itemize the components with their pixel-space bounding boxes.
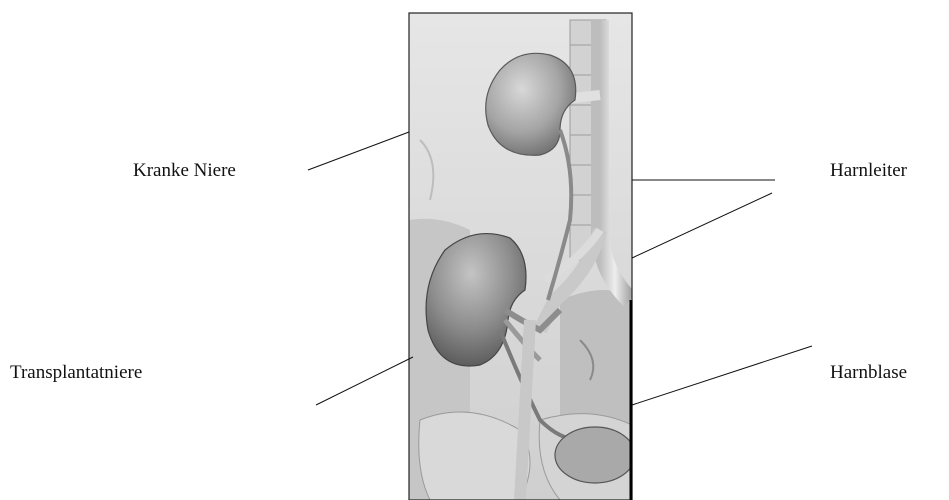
bladder	[555, 427, 635, 483]
leader-line-harnleiter-lower	[632, 193, 772, 258]
label-kranke-niere: Kranke Niere	[133, 160, 236, 182]
label-transplantatniere: Transplantatniere	[10, 362, 142, 384]
leader-line-kranke-niere	[308, 132, 409, 170]
label-harnblase: Harnblase	[830, 362, 907, 384]
leader-line-transplantatniere	[316, 357, 413, 405]
leader-line-harnblase	[632, 346, 812, 405]
label-harnleiter: Harnleiter	[830, 160, 907, 182]
illustration-panel	[409, 13, 635, 500]
